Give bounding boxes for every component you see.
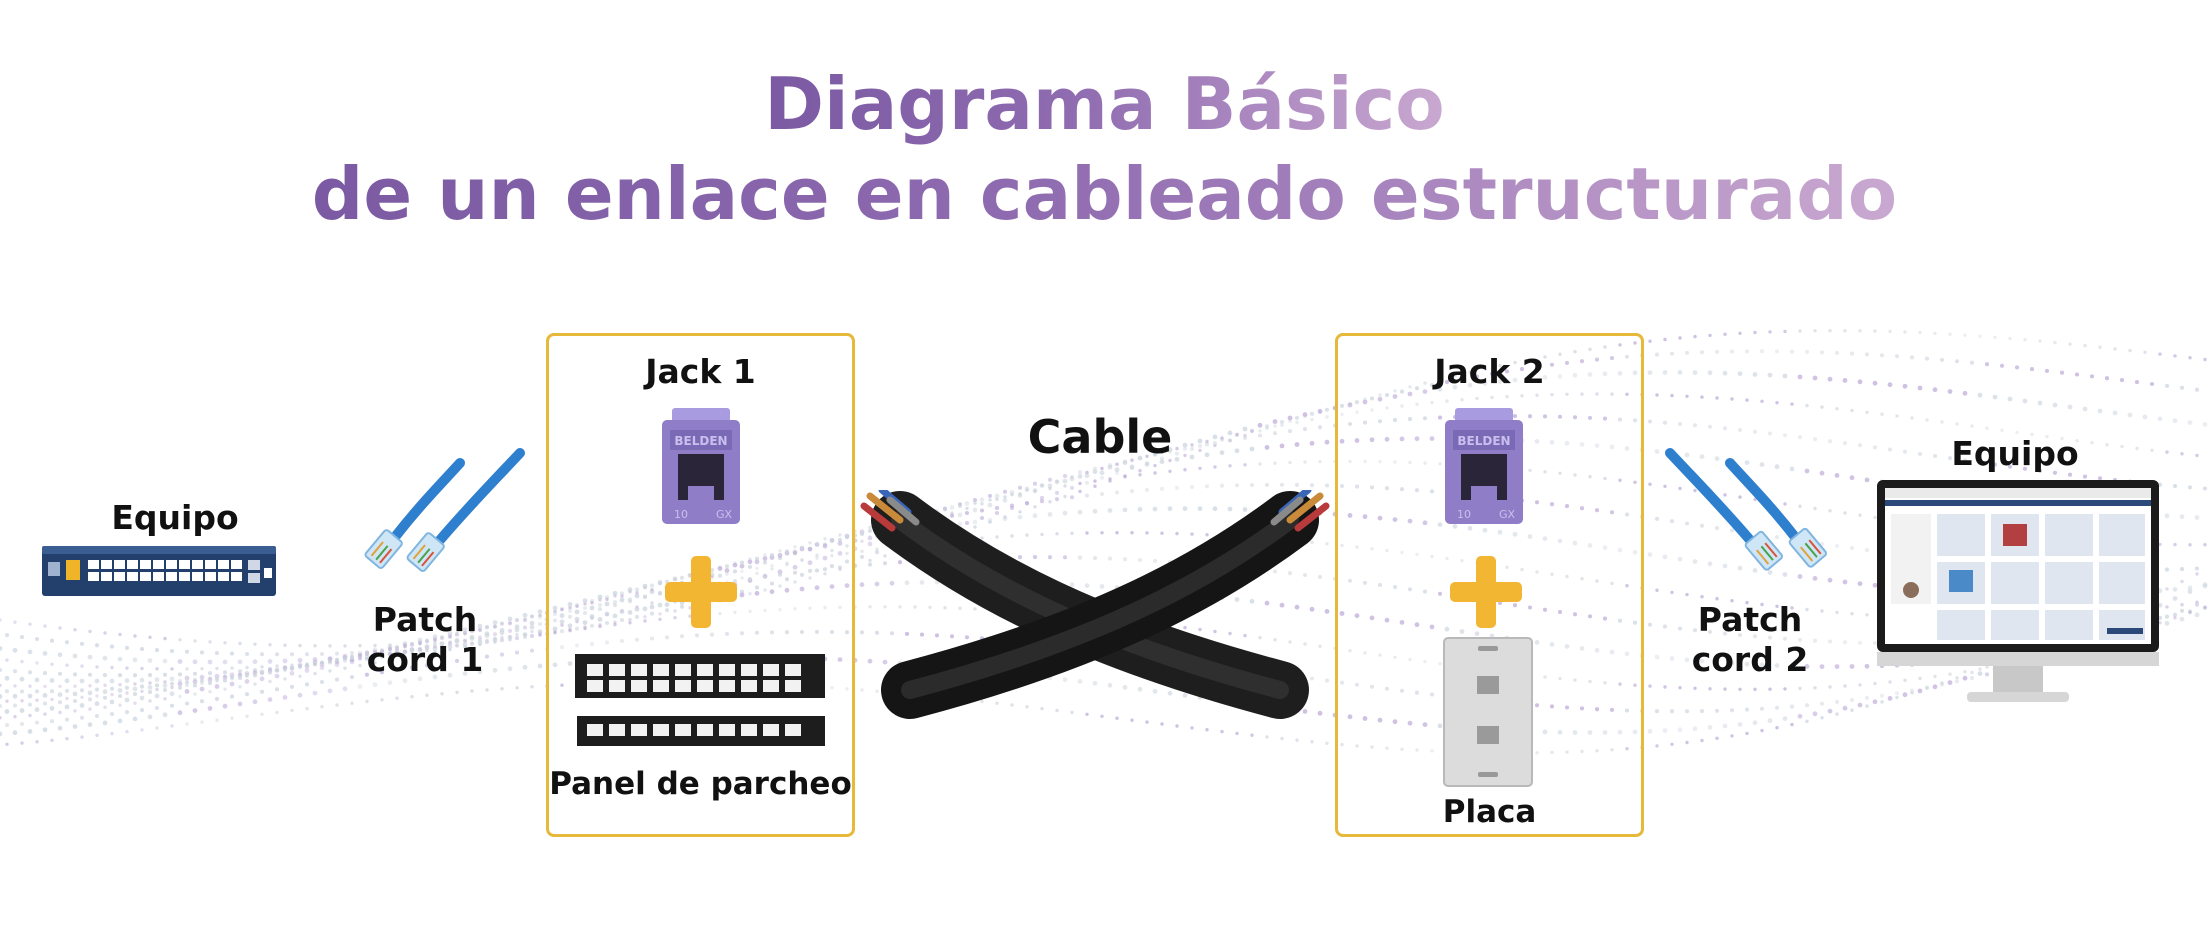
- computer-monitor-icon: [1875, 478, 2161, 706]
- plus-icon: [1446, 552, 1526, 632]
- plus-icon: [661, 552, 741, 632]
- jack2-placa-box: Jack 2 BELDEN 10 GX Placa: [1335, 333, 1644, 837]
- title-line-1: Diagrama Básico: [0, 62, 2209, 146]
- jack2-right-text: GX: [1499, 508, 1516, 521]
- label-patch-cord-1: Patch cord 1: [350, 600, 500, 679]
- label-patch-cord-2: Patch cord 2: [1675, 600, 1825, 679]
- label-equipo-left: Equipo: [110, 498, 240, 538]
- wall-plate-icon: [1442, 636, 1534, 788]
- label-jack-2: Jack 2: [1338, 352, 1641, 392]
- label-patch-cord-1-line-1: Patch: [350, 600, 500, 640]
- keystone-jack-icon: BELDEN 10 GX: [1443, 408, 1525, 526]
- label-patch-cord-2-line-2: cord 2: [1675, 640, 1825, 680]
- label-cable: Cable: [1000, 410, 1200, 465]
- jack2-left-text: 10: [1457, 508, 1471, 521]
- label-patch-cord-1-line-2: cord 1: [350, 640, 500, 680]
- cable-icon: [860, 490, 1330, 720]
- label-equipo-right: Equipo: [1950, 434, 2080, 474]
- jack1-left-text: 10: [674, 508, 688, 521]
- patch-cord-icon: [1660, 445, 1830, 585]
- patch-cord-icon: [360, 445, 530, 585]
- jack1-panel-box: Jack 1 BELDEN 10 GX Panel de p: [546, 333, 855, 837]
- label-jack-1: Jack 1: [549, 352, 852, 392]
- label-placa: Placa: [1338, 794, 1641, 831]
- jack2-brand-text: BELDEN: [1457, 434, 1510, 448]
- keystone-jack-icon: BELDEN 10 GX: [660, 408, 742, 526]
- network-switch-icon: [40, 540, 280, 602]
- label-patch-cord-2-line-1: Patch: [1675, 600, 1825, 640]
- jack1-right-text: GX: [716, 508, 733, 521]
- patch-panel-icon: [573, 648, 829, 758]
- jack1-brand-text: BELDEN: [674, 434, 727, 448]
- label-panel-de-parcheo: Panel de parcheo: [549, 766, 852, 803]
- title-line-2: de un enlace en cableado estructurado: [0, 152, 2209, 236]
